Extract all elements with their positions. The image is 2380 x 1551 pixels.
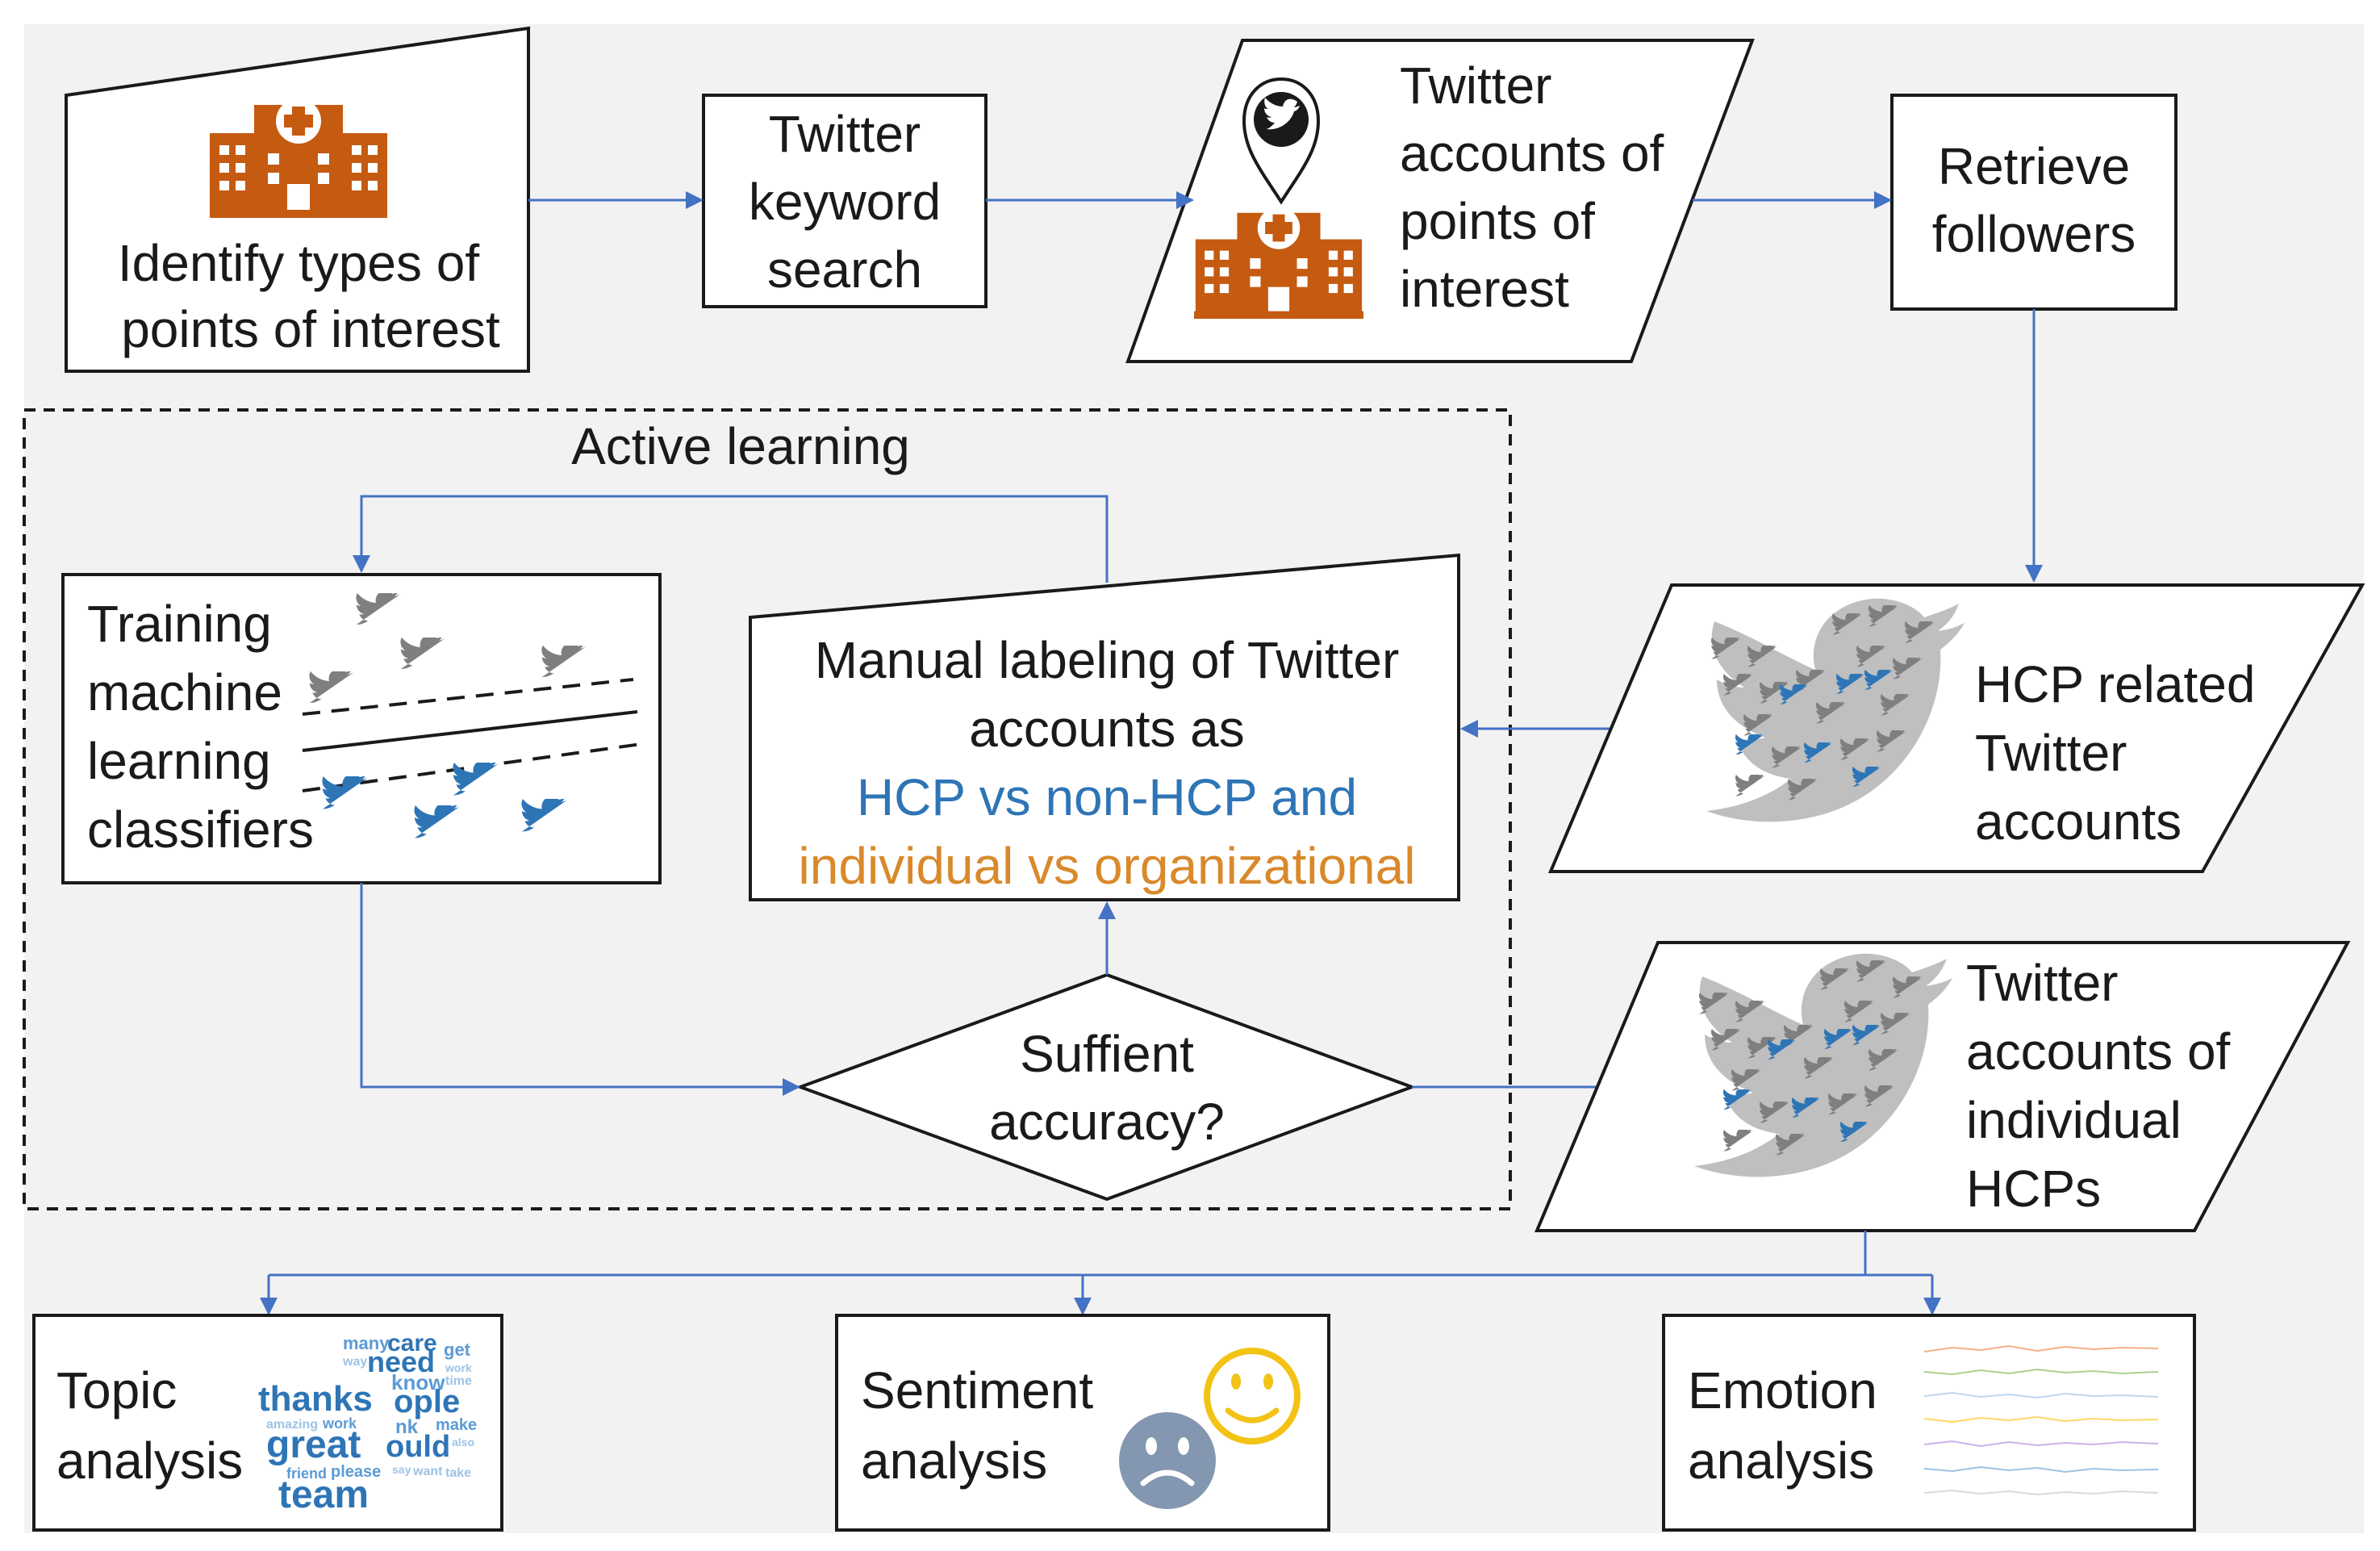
wordcloud-word: great — [266, 1423, 361, 1466]
wordcloud-word: work — [445, 1361, 472, 1374]
wordcloud-word: ould — [386, 1430, 450, 1464]
wordcloud-word: nk — [395, 1416, 419, 1438]
wordcloud-word: thanks — [258, 1379, 373, 1419]
wordcloud-word: get — [444, 1340, 471, 1360]
individual-line-1: Twitter — [1966, 954, 2118, 1012]
wordcloud-word: take — [445, 1466, 471, 1480]
wordcloud-word: team — [278, 1474, 369, 1516]
followers-line-1: Retrieve — [1938, 137, 2130, 195]
keyword-line-3: search — [767, 240, 922, 299]
followers-line-2: followers — [1932, 205, 2136, 263]
wordcloud-word: ople — [394, 1384, 460, 1419]
training-classifiers-node: Training machine learning classifiers — [61, 573, 662, 884]
topic-line-1: Topic — [56, 1361, 177, 1419]
manual-line-1: Manual labeling of Twitter — [815, 631, 1400, 689]
wordcloud-word: care — [387, 1330, 437, 1357]
poi-accounts-line-2: accounts of — [1400, 124, 1664, 182]
hcp-related-line-3: accounts — [1975, 792, 2182, 851]
decision-boundary-line — [302, 710, 638, 752]
sentiment-analysis-node: Sentiment analysis — [835, 1314, 1330, 1532]
sad-face-icon — [1119, 1412, 1216, 1509]
training-line-4: classifiers — [87, 801, 314, 859]
happy-face-icon — [1204, 1348, 1301, 1444]
wordcloud-word: make — [436, 1416, 477, 1434]
emotion-line-1: Emotion — [1688, 1361, 1877, 1419]
wordcloud-word: amazing — [266, 1418, 318, 1432]
individual-hcp-accounts-node: Twitter accounts of individual HCPs — [1534, 941, 2351, 1232]
active-learning-title: Active learning — [571, 417, 910, 475]
margin-line-upper — [302, 678, 634, 716]
topic-line-2: analysis — [56, 1432, 243, 1490]
twitter-pin-icon — [1242, 77, 1321, 205]
keyword-line-2: keyword — [749, 173, 941, 231]
training-line-1: Training — [87, 595, 272, 653]
identify-line-1: Identify types of — [118, 234, 479, 292]
wordcloud-word: need — [367, 1345, 435, 1378]
twitter-bird-cluster-icon — [1694, 953, 1952, 1177]
individual-line-4: HCPs — [1966, 1160, 2101, 1218]
active-learning-group: Active learning — [23, 408, 1512, 1210]
individual-line-2: accounts of — [1966, 1022, 2231, 1081]
wordcloud-word: many — [343, 1333, 390, 1353]
topic-analysis-node: Topic analysis many care need get way wo… — [32, 1314, 503, 1532]
decision-line-1: Suffient — [1020, 1025, 1194, 1083]
emotion-line-2: analysis — [1688, 1432, 1874, 1490]
wordcloud-word: time — [445, 1374, 472, 1388]
poi-accounts-line-3: points of — [1400, 192, 1595, 250]
manual-org-line: individual vs organizational — [799, 837, 1416, 895]
wordcloud-word: also — [452, 1436, 474, 1449]
training-line-3: learning — [87, 732, 271, 790]
twitter-bird-cluster-icon — [1706, 598, 1965, 822]
wordcloud-word: work — [322, 1415, 357, 1432]
manual-labeling-node: Manual labeling of Twitter accounts as H… — [749, 553, 1460, 901]
poi-accounts-node: Twitter accounts of points of interest — [1125, 39, 1755, 363]
wordcloud-word: friend — [286, 1465, 327, 1482]
decision-line-2: accuracy? — [989, 1093, 1225, 1151]
keyword-line-1: Twitter — [769, 105, 921, 163]
retrieve-followers-node: Retrieve followers — [1890, 94, 2177, 311]
training-line-2: machine — [87, 663, 282, 721]
hcp-related-accounts-node: HCP related Twitter accounts — [1547, 583, 2365, 873]
word-cloud-image: many care need get way work know time th… — [257, 1330, 478, 1516]
wordcloud-word: please — [331, 1463, 381, 1481]
poi-accounts-line-1: Twitter — [1400, 56, 1551, 115]
identify-line-2: points of interest — [121, 300, 500, 358]
wordcloud-word: want — [412, 1465, 443, 1478]
sentiment-line-1: Sentiment — [861, 1361, 1093, 1419]
wordcloud-word: say — [392, 1463, 411, 1476]
sentiment-line-2: analysis — [861, 1432, 1047, 1490]
identify-poi-node: Identify types of points of interest — [65, 26, 530, 373]
poi-accounts-line-4: interest — [1400, 260, 1569, 318]
arrow-manual-to-training — [353, 495, 1109, 583]
keyword-search-node: Twitter keyword search — [702, 94, 987, 308]
emotion-timeseries-image — [1923, 1344, 2159, 1496]
hcp-related-line-2: Twitter — [1975, 724, 2127, 782]
accuracy-decision-node: Suffient accuracy? — [795, 972, 1417, 1202]
manual-hcp-line: HCP vs non-HCP and — [857, 768, 1357, 826]
arrow-training-to-decision — [360, 883, 800, 1096]
individual-line-3: individual — [1966, 1091, 2182, 1149]
wordcloud-word: way — [342, 1355, 367, 1369]
manual-line-2: accounts as — [969, 700, 1245, 758]
hcp-related-line-1: HCP related — [1975, 655, 2255, 713]
wordcloud-word: know — [391, 1370, 445, 1394]
emotion-analysis-node: Emotion analysis — [1662, 1314, 2196, 1532]
